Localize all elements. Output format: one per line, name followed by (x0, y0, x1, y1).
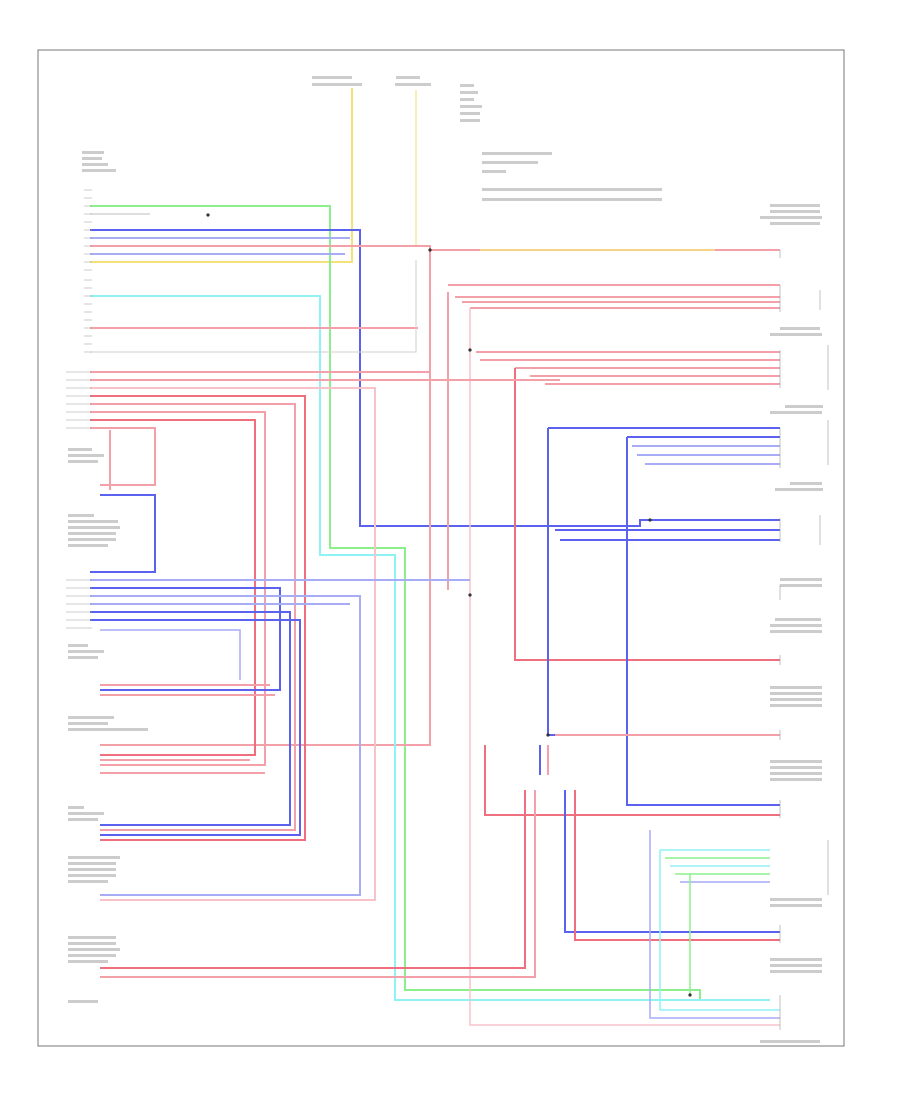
junction-dots (206, 213, 692, 997)
diagram-frame (37, 49, 845, 1047)
wire-blue-7 (626, 437, 780, 806)
wire-blue-mid-6 (90, 619, 301, 836)
wire-red-8 (469, 308, 780, 1026)
wire-blue-5 (547, 428, 780, 736)
wire-red-bottom-2 (100, 790, 526, 969)
wire-blue-mid-7 (100, 629, 241, 680)
wire-blue-br-drop (649, 830, 780, 1019)
lh-door-connector-label (82, 151, 116, 172)
wire-yellow-feed (90, 88, 353, 263)
wire-red-bottom-4 (574, 790, 780, 941)
connector-pins-right (779, 250, 829, 1030)
wire-cyan (90, 295, 770, 1001)
wire-cyan-br-drop (659, 850, 780, 1011)
wire-blue-left-1 (90, 494, 156, 573)
wire-red-left-4 (90, 395, 306, 841)
left-component-labels (68, 448, 148, 1003)
wire-grey (90, 260, 417, 353)
wire-red-left-5 (90, 403, 296, 831)
wire-green-top (90, 205, 701, 1000)
wire-blue-mid-3 (90, 595, 361, 896)
notes-block (482, 152, 662, 201)
wire-blue-1 (90, 229, 780, 527)
right-component-labels (760, 204, 823, 1043)
wire-harness (90, 88, 780, 1026)
wire-blue-bottom-1 (564, 790, 780, 933)
wire-red-12 (514, 368, 780, 661)
wire-red-left-3 (90, 387, 376, 901)
fuse-labels-top (312, 76, 482, 122)
wire-red-left-8 (90, 427, 156, 486)
connector-pins-left (66, 189, 92, 629)
wire-red-bottom-3 (100, 790, 536, 978)
wire-blue-mid-5 (90, 611, 291, 826)
wire-blue-mid-2 (90, 587, 281, 691)
wire-red-bottom-1 (484, 745, 780, 816)
